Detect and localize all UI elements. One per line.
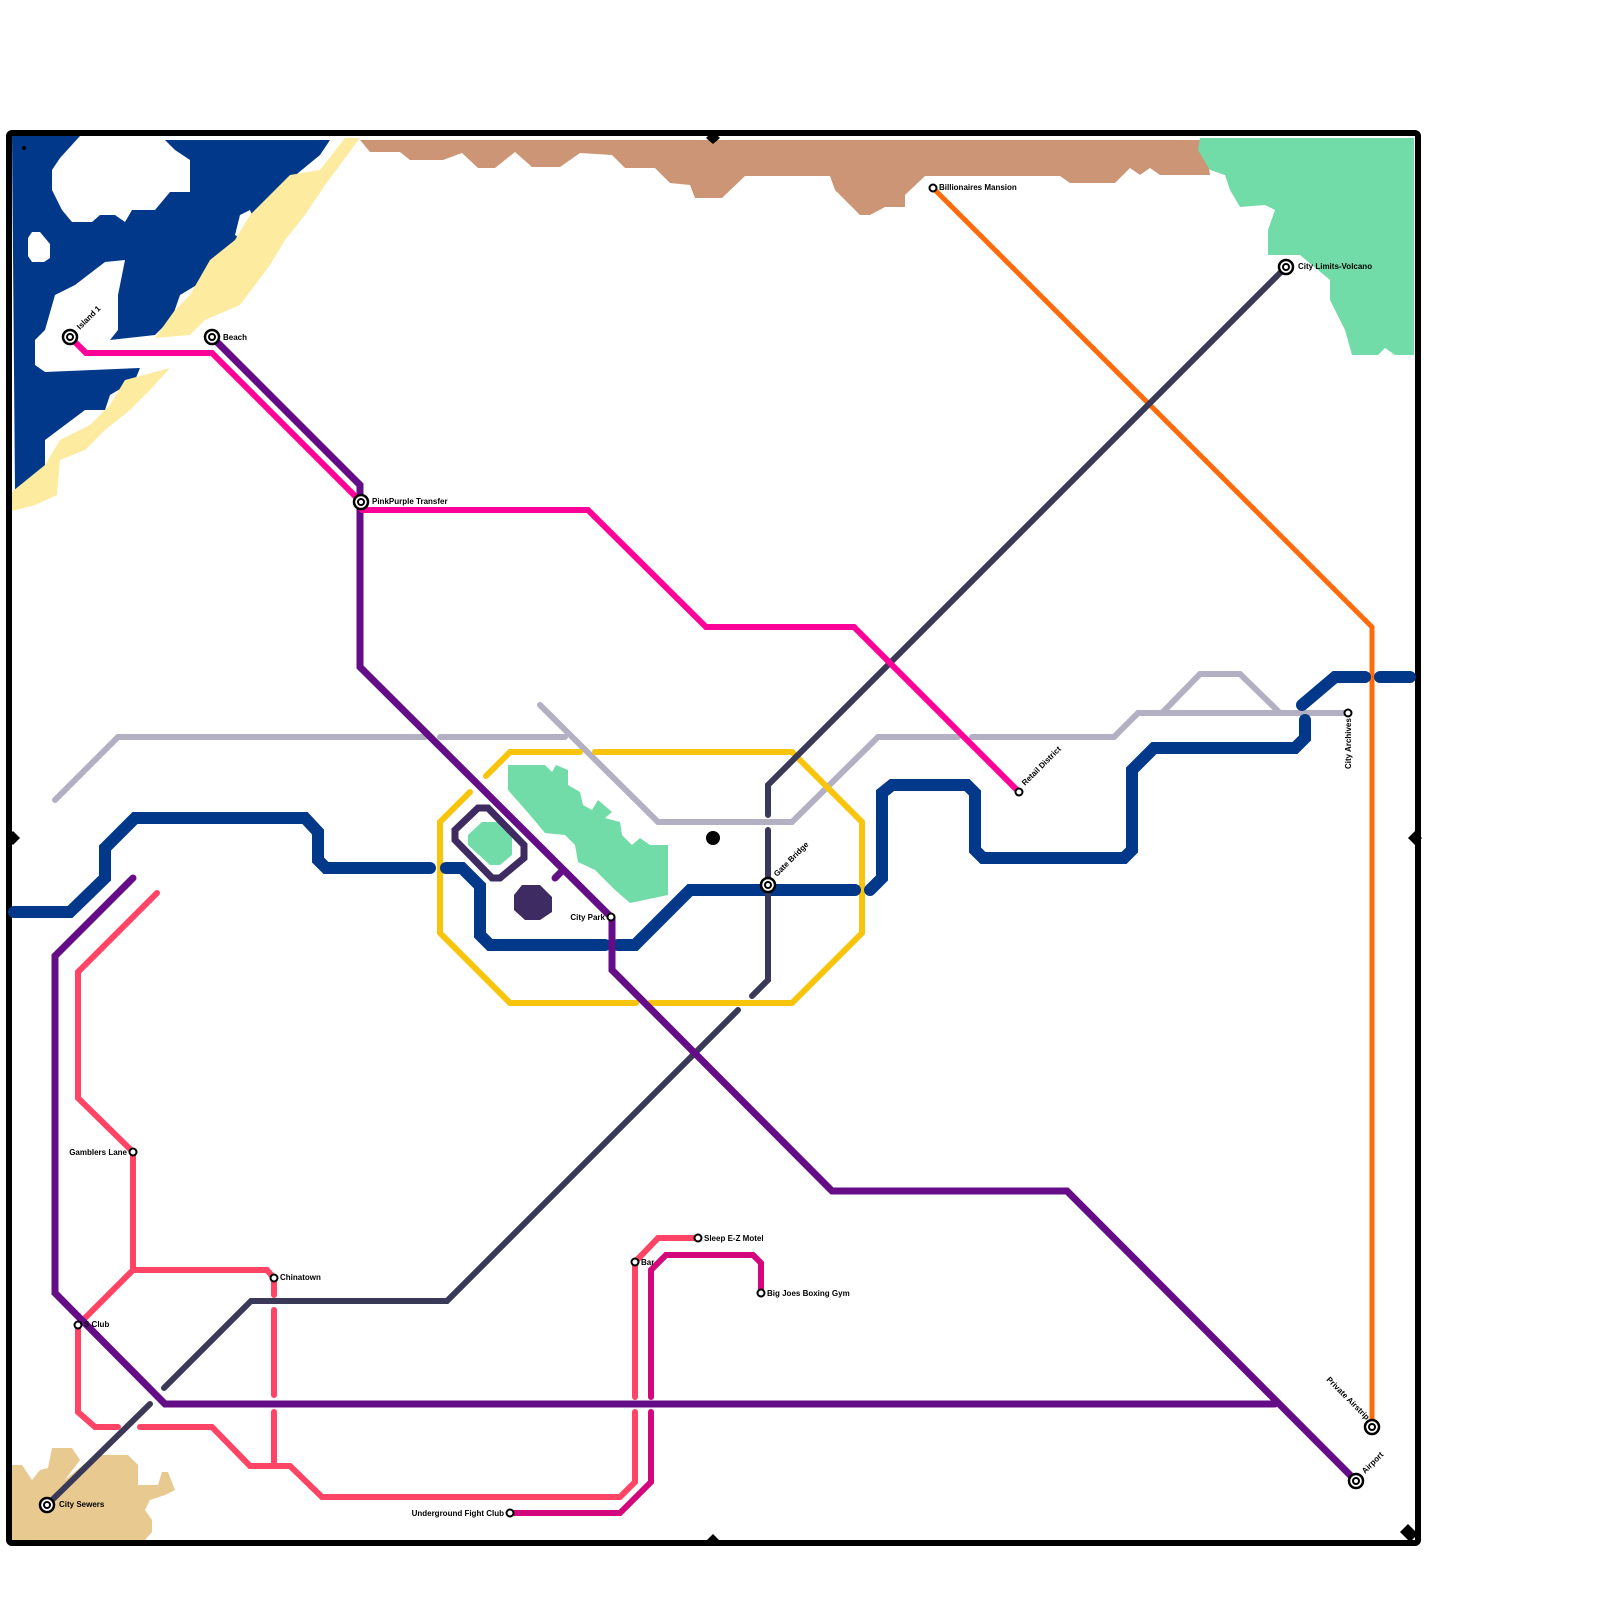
station-island-1[interactable]: Island 1	[61, 304, 103, 346]
station-label: Island 1	[75, 304, 103, 332]
landmark-dot	[706, 831, 720, 845]
station-pinkpurple-transfer[interactable]: PinkPurple Transfer	[352, 493, 448, 511]
station-city-park[interactable]: City Park	[570, 912, 616, 922]
station-city-sewers[interactable]: City Sewers	[38, 1496, 105, 1514]
line-orange[interactable]	[930, 185, 1375, 1430]
station-label: PinkPurple Transfer	[372, 497, 448, 506]
line-yellow[interactable]	[437, 749, 865, 1006]
station-label: Gamblers Lane	[69, 1148, 127, 1157]
line-gray[interactable]	[52, 671, 1351, 825]
station-label: City Limits-Volcano	[1298, 262, 1372, 271]
station-chinatown[interactable]: Chinatown	[269, 1273, 321, 1283]
landmark-octagon	[514, 885, 552, 920]
station-label: City Archives	[1344, 718, 1353, 769]
terrain	[8, 136, 1414, 1540]
frame-ticks	[6, 131, 1422, 1542]
line-magenta[interactable]	[507, 1252, 764, 1516]
sand-area	[155, 138, 360, 338]
station-city-archives[interactable]: City Archives	[1343, 708, 1353, 770]
landmark-ring	[451, 804, 528, 882]
park-area	[468, 822, 512, 865]
station-label: S Club	[84, 1320, 109, 1329]
desert-area	[12, 1448, 175, 1540]
station-bar[interactable]: Bar	[630, 1257, 655, 1267]
station-airport[interactable]: Airport	[1347, 1450, 1386, 1490]
line-pink[interactable]	[67, 334, 1022, 795]
station-retail-district[interactable]: Retail District	[1014, 744, 1064, 797]
station-label: Private Airstrip	[1325, 1375, 1372, 1422]
station-label: Big Joes Boxing Gym	[767, 1289, 850, 1298]
line-purple[interactable]	[51, 333, 1360, 1485]
station-label: Beach	[223, 333, 247, 342]
station-gamblers-lane[interactable]: Gamblers Lane	[69, 1147, 138, 1157]
station-label: City Sewers	[59, 1500, 105, 1509]
marker-dot	[22, 146, 26, 150]
sand-area	[8, 368, 170, 512]
water-area	[12, 136, 330, 490]
station-label: Airport	[1360, 1450, 1385, 1475]
station-label: Underground Fight Club	[412, 1509, 505, 1518]
station-billionaires-mansion[interactable]: Billionaires Mansion	[928, 183, 1017, 193]
station-label: City Park	[570, 913, 605, 922]
water-island	[28, 232, 50, 262]
station-big-joes-boxing-gym[interactable]: Big Joes Boxing Gym	[756, 1288, 850, 1298]
station-label: Retail District	[1020, 744, 1063, 787]
park-area	[508, 765, 668, 903]
station-beach[interactable]: Beach	[203, 328, 247, 346]
mountain-area	[360, 140, 1210, 215]
station-s-club[interactable]: S Club	[73, 1320, 110, 1330]
station-underground-fight-club[interactable]: Underground Fight Club	[412, 1508, 515, 1518]
station-label: Billionaires Mansion	[939, 183, 1017, 192]
station-city-limits-volcano[interactable]: City Limits-Volcano	[1277, 258, 1372, 276]
station-label: Bar	[641, 1258, 654, 1267]
line-blue[interactable]	[8, 671, 1416, 951]
station-label: Gate Bridge	[772, 840, 811, 879]
station-label: Chinatown	[280, 1273, 321, 1282]
station-sleep-ez-motel[interactable]: Sleep E-Z Motel	[693, 1233, 764, 1243]
forest-area	[1198, 138, 1414, 355]
station-label: Sleep E-Z Motel	[704, 1234, 764, 1243]
